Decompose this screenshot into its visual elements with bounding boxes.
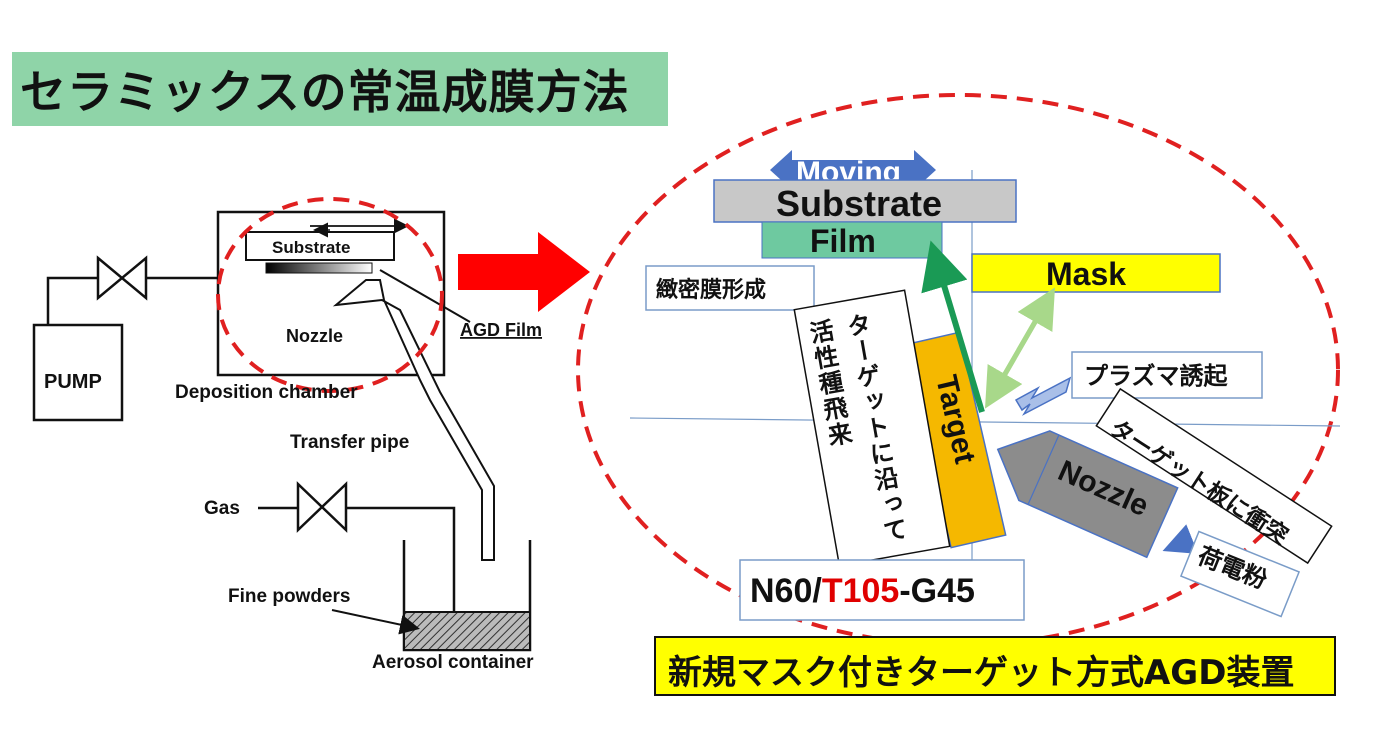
nozzle-transfer-pipe [332,279,495,561]
agd-film-strip [265,262,373,274]
mask-block-label: Mask [1046,256,1126,292]
substrate-block [713,179,1017,223]
plasma-arrow [1014,376,1072,416]
fine-powders-label: Fine powders [228,586,350,607]
deposition-chamber-box [216,210,446,377]
agd-film-label: AGD Film [460,320,542,340]
substrate-block-label: Substrate [776,183,942,224]
fine-powders-fill [403,611,531,651]
agd-film-pointer [379,269,471,323]
dense-film-box [645,265,815,311]
film-growth-arrow [921,240,985,413]
collision-box [1095,387,1333,565]
charged-powder-box [1179,530,1301,618]
zoom-arrow [458,232,590,312]
zoom-ellipse-large [576,93,1340,647]
plasma-box [1071,351,1263,399]
film-block [761,221,943,259]
horizontal-axis-line [629,417,1341,427]
zoom-ellipse-small [216,197,444,393]
pump-box [32,323,124,422]
model-code-box [739,559,1025,621]
right-schematic: Moving Substrate Film Mask 緻密膜形成 Target … [576,93,1341,647]
transfer-pipe-label: Transfer pipe [290,432,409,453]
gas-valve-icon [296,481,348,533]
mask-block [971,253,1221,293]
deposition-chamber-label: Deposition chamber [175,382,358,403]
model-code-part2: T105 [821,572,900,610]
nozzle-block [996,430,1179,559]
active-species-box [793,289,951,567]
model-code-part3: -G45 [899,572,975,610]
substrate-label: Substrate [272,238,350,257]
model-code-part1: N60/ [750,572,822,610]
left-schematic: Substrate Nozzle AGD Film PUMP Depositio… [32,197,542,673]
gas-label: Gas [204,498,240,519]
page-title: セラミックスの常温成膜方法 [20,65,630,119]
charged-powder-arrow [1162,524,1199,554]
nozzle-label: Nozzle [286,326,343,346]
model-code: N60/T105-G45 [750,572,975,611]
bottom-banner [654,636,1336,696]
plasma-label: プラズマ誘起 [1084,362,1229,390]
pump-label: PUMP [44,371,102,393]
dense-film-label: 緻密膜形成 [656,277,766,303]
valve-icon [96,255,148,301]
bottom-banner-label: 新規マスク付きターゲット方式AGD装置 [668,653,1295,693]
aerosol-container-label: Aerosol container [372,652,534,673]
title-banner [12,52,668,126]
film-block-label: Film [810,223,876,259]
